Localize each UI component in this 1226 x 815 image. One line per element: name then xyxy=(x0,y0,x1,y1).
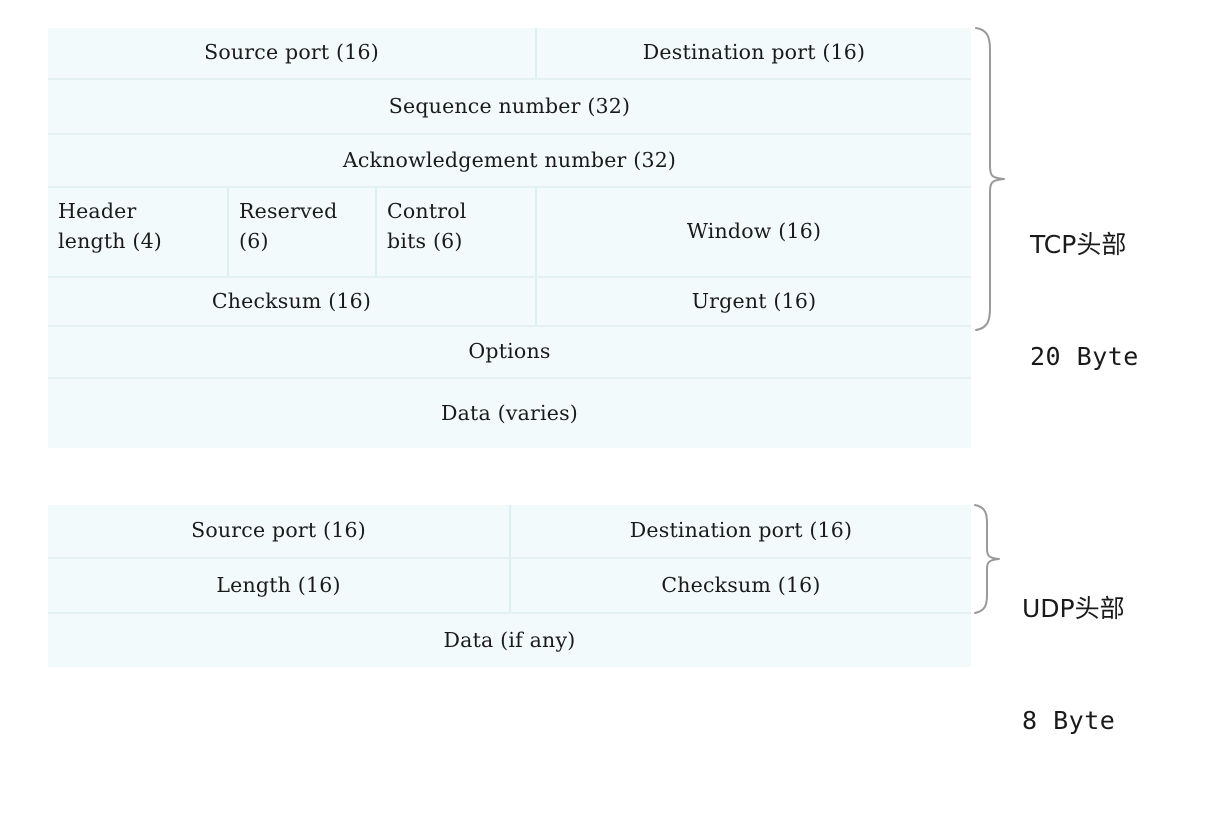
udp-cell-checksum: Checksum (16) xyxy=(511,559,971,612)
tcp-row-options: Options xyxy=(48,327,971,379)
tcp-side-label: TCP头部 20 Byte xyxy=(1030,152,1139,451)
udp-row-data: Data (if any) xyxy=(48,614,971,667)
udp-cell-data: Data (if any) xyxy=(48,614,971,667)
udp-side-label-line1: UDP头部 xyxy=(1022,594,1125,624)
tcp-cell-header-length: Header length (4) xyxy=(48,188,229,276)
udp-side-label-line2: 8 Byte xyxy=(1022,706,1116,735)
tcp-side-label-line2: 20 Byte xyxy=(1030,342,1139,371)
tcp-cell-destination-port: Destination port (16) xyxy=(537,28,971,78)
tcp-row-acknowledgement-number: Acknowledgement number (32) xyxy=(48,135,971,188)
udp-side-label: UDP头部 8 Byte xyxy=(1022,516,1125,815)
tcp-cell-source-port: Source port (16) xyxy=(48,28,537,78)
udp-brace-icon xyxy=(972,503,1002,615)
tcp-brace-icon xyxy=(972,26,1008,332)
tcp-cell-control-bits: Control bits (6) xyxy=(377,188,537,276)
tcp-cell-checksum: Checksum (16) xyxy=(48,278,537,325)
udp-row-ports: Source port (16) Destination port (16) xyxy=(48,505,971,559)
tcp-cell-acknowledgement-number: Acknowledgement number (32) xyxy=(48,135,971,186)
tcp-row-ports: Source port (16) Destination port (16) xyxy=(48,28,971,80)
tcp-cell-window: Window (16) xyxy=(537,188,971,276)
udp-cell-destination-port: Destination port (16) xyxy=(511,505,971,557)
udp-row-length-and-checksum: Length (16) Checksum (16) xyxy=(48,559,971,614)
tcp-row-data: Data (varies) xyxy=(48,379,971,448)
tcp-row-flags-and-window: Header length (4) Reserved (6) Control b… xyxy=(48,188,971,278)
udp-cell-source-port: Source port (16) xyxy=(48,505,511,557)
tcp-side-label-line1: TCP头部 xyxy=(1030,230,1127,260)
tcp-cell-reserved: Reserved (6) xyxy=(229,188,377,276)
udp-header-table: Source port (16) Destination port (16) L… xyxy=(48,505,971,667)
tcp-cell-sequence-number: Sequence number (32) xyxy=(48,80,971,133)
tcp-cell-urgent: Urgent (16) xyxy=(537,278,971,325)
tcp-header-table: Source port (16) Destination port (16) S… xyxy=(48,28,971,448)
tcp-row-sequence-number: Sequence number (32) xyxy=(48,80,971,135)
tcp-udp-header-diagram: Source port (16) Destination port (16) S… xyxy=(48,26,1139,735)
tcp-row-checksum-and-urgent: Checksum (16) Urgent (16) xyxy=(48,278,971,327)
tcp-cell-data: Data (varies) xyxy=(48,379,971,448)
tcp-cell-options: Options xyxy=(48,327,971,377)
udp-cell-length: Length (16) xyxy=(48,559,511,612)
